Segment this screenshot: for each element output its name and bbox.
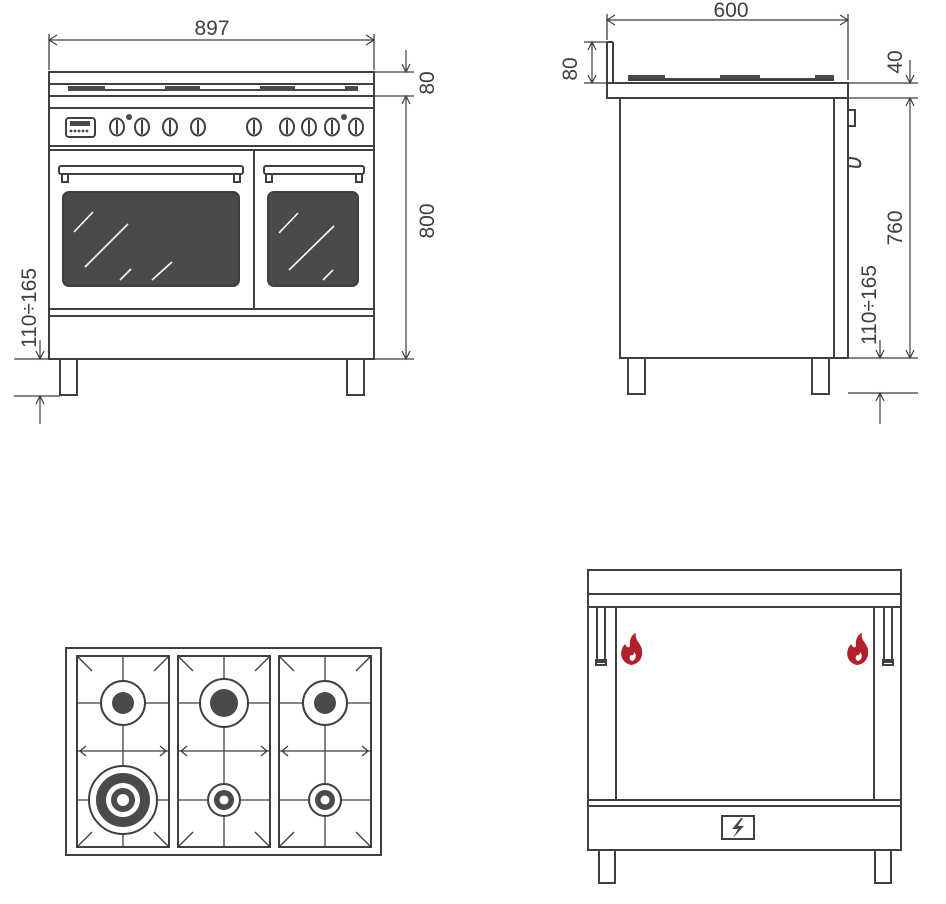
side-top-height-left-label: 80 — [559, 57, 582, 80]
front-top-height-label: 80 — [416, 71, 439, 94]
side-depth-label: 600 — [713, 0, 748, 22]
back-view — [587, 569, 902, 884]
burner-bottom-right — [308, 783, 342, 817]
front-feet-range-label: 110÷165 — [18, 268, 41, 348]
front-width-label: 897 — [194, 17, 229, 40]
right-oven-window — [267, 191, 359, 287]
side-body-height-label: 760 — [884, 210, 907, 245]
burner-top-center — [199, 678, 249, 728]
burner-bottom-center — [207, 783, 241, 817]
burner-top-right — [302, 680, 348, 726]
front-view: 897 — [14, 17, 439, 424]
flame-icon — [847, 633, 869, 665]
electric-connection-box — [721, 815, 755, 840]
flame-icon — [621, 633, 643, 665]
front-body-height-label: 800 — [416, 203, 439, 238]
control-knobs-left — [109, 114, 206, 137]
electric-bolt-icon — [732, 818, 744, 838]
side-feet-range-label: 110÷165 — [858, 265, 881, 345]
burner-top-left — [100, 680, 146, 726]
control-knobs-right — [246, 114, 364, 137]
burner-wok — [88, 765, 158, 835]
side-top-height-right-label: 40 — [884, 50, 907, 73]
side-view: 600 80 40 760 — [559, 0, 918, 424]
left-oven-window — [62, 191, 240, 287]
hob-top-view — [65, 647, 382, 856]
